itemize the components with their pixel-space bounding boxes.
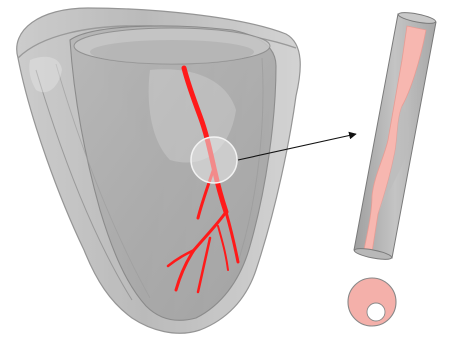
cross-section-lumen: [367, 303, 385, 321]
heart-cavity-shadow: [90, 40, 254, 64]
vessel-cross-section: [348, 278, 396, 326]
magnifier-circle: [191, 137, 237, 183]
vessel-segment: [354, 10, 437, 261]
heart-model: [17, 8, 301, 333]
